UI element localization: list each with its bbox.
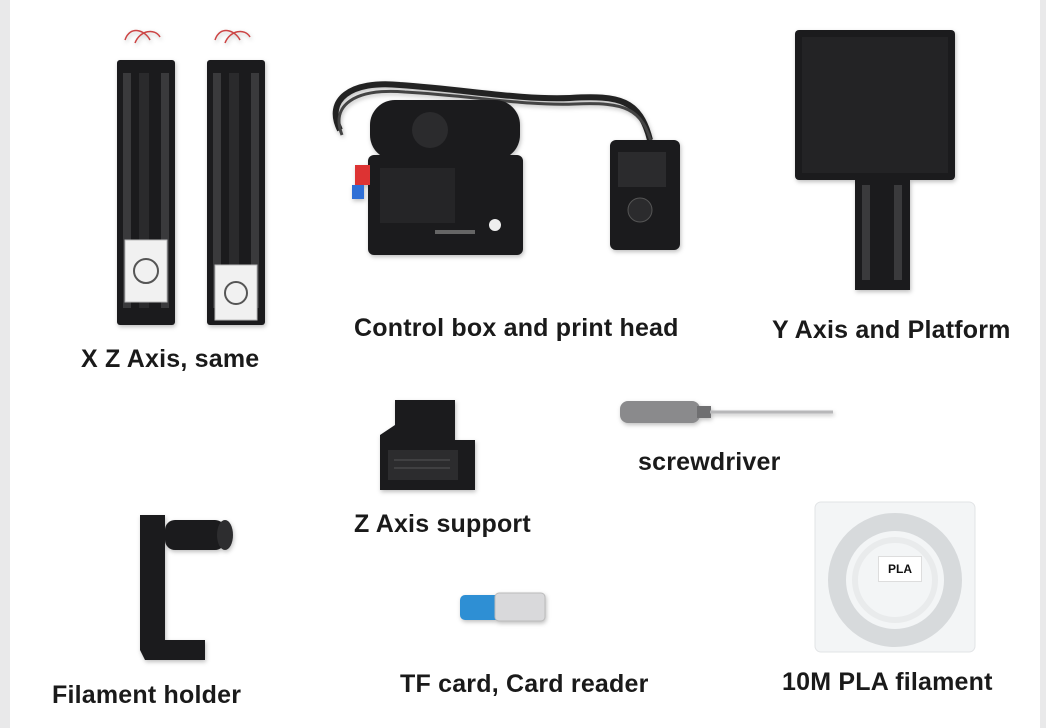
y-axis-platform-image	[795, 30, 955, 290]
pla-filament-label: 10M PLA filament	[782, 668, 993, 696]
product-parts-image: X Z Axis, same Control box and print hea…	[10, 0, 1040, 728]
screwdriver-image	[620, 401, 833, 423]
control-box-image	[332, 81, 680, 255]
xz-axis-rails-image	[117, 29, 265, 325]
z-axis-support-label: Z Axis support	[354, 510, 531, 538]
filament-holder-label: Filament holder	[52, 681, 242, 709]
tf-card-reader-image	[460, 592, 546, 622]
filament-holder-image	[140, 515, 233, 660]
z-axis-support-image	[380, 400, 475, 490]
control-box-label: Control box and print head	[354, 314, 679, 342]
xz-axis-label: X Z Axis, same	[81, 345, 260, 373]
pla-tag: PLA	[878, 556, 922, 582]
screwdriver-label: screwdriver	[638, 448, 781, 476]
y-axis-label: Y Axis and Platform	[772, 316, 1011, 344]
tf-card-label: TF card, Card reader	[400, 670, 649, 698]
